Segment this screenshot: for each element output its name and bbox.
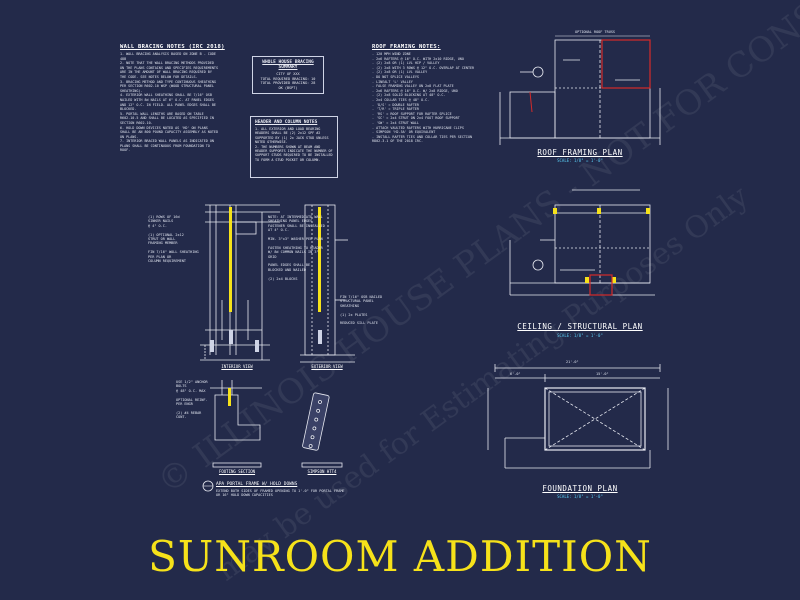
roof-framing-notes-title: ROOF FRAMING NOTES: (372, 44, 441, 50)
roof-framing-plan-scale: SCALE: 1/8" = 1'-0" (557, 158, 603, 163)
ceiling-structural-plan-title: CEILING / STRUCTURAL PLAN (517, 322, 643, 331)
portal-right-labels: FIN 7/16" OSB NAILED STRUCTURAL PANEL SH… (340, 295, 383, 326)
roof-framing-notes: - 120 MPH WIND ZONE - 2x6 RAFTERS @ 16" … (372, 52, 475, 144)
interior-view-title: INTERIOR VIEW (221, 364, 253, 369)
wall-bracing-title: WALL BRACING NOTES (IRC 2018) (120, 44, 225, 50)
footing-labels: USE 1/2" ANCHOR BOLTS @ 48" O.C. MAX OPT… (176, 380, 208, 420)
header-column-body: 1. ALL EXTERIOR AND LOAD BEARING HEADERS… (255, 127, 333, 162)
roof-optional-truss-label: OPTIONAL ROOF TRUSS (575, 30, 616, 34)
ceiling-structural-plan-scale: SCALE: 1/8" = 1'-0" (557, 333, 603, 338)
whole-house-title: WHOLE HOUSE BRACING SUMMARY (262, 60, 314, 70)
portal-frame-title: APA PORTAL FRAME W/ HOLD DOWNS (216, 482, 298, 487)
header-column-box: HEADER AND COLUMN NOTES 1. ALL EXTERIOR … (250, 116, 338, 178)
whole-house-box: WHOLE HOUSE BRACING SUMMARY CITY OF XXX … (252, 56, 324, 94)
roof-framing-plan-title: ROOF FRAMING PLAN (537, 148, 623, 157)
foundation-plan-scale: SCALE: 1/8" = 1'-0" (557, 494, 603, 499)
portal-left-labels: (1) ROWS OF 16d SINKER NAILS @ 4" O.C. (… (148, 215, 199, 264)
foundation-dim-right: 15'-0" (596, 372, 609, 376)
whole-house-body: CITY OF XXX TOTAL REQUIRED BRACING: 10 T… (260, 72, 316, 90)
exterior-view-title: EXTERIOR VIEW (311, 364, 343, 369)
simpson-tag-title: SIMPSON HTT4 (307, 469, 337, 474)
portal-mid-labels: NOTE: AT INTERMEDIATE WALL SHEATHING PAN… (268, 215, 325, 281)
foundation-dim-total: 21'-0" (566, 360, 579, 364)
footing-section-title: FOOTING SECTION (218, 469, 256, 474)
foundation-plan-title: FOUNDATION PLAN (542, 484, 618, 493)
drawing-main-title: SUNROOM ADDITION (148, 532, 652, 581)
header-column-title: HEADER AND COLUMN NOTES (255, 120, 318, 125)
wall-bracing-notes: 1. WALL BRACING ANALYSIS BASED ON ZONE B… (120, 52, 218, 153)
portal-frame-note: EXTEND BOTH SIDES OF FRAMED OPENING TO 1… (216, 489, 345, 498)
foundation-dim-left: 6'-0" (510, 372, 521, 376)
